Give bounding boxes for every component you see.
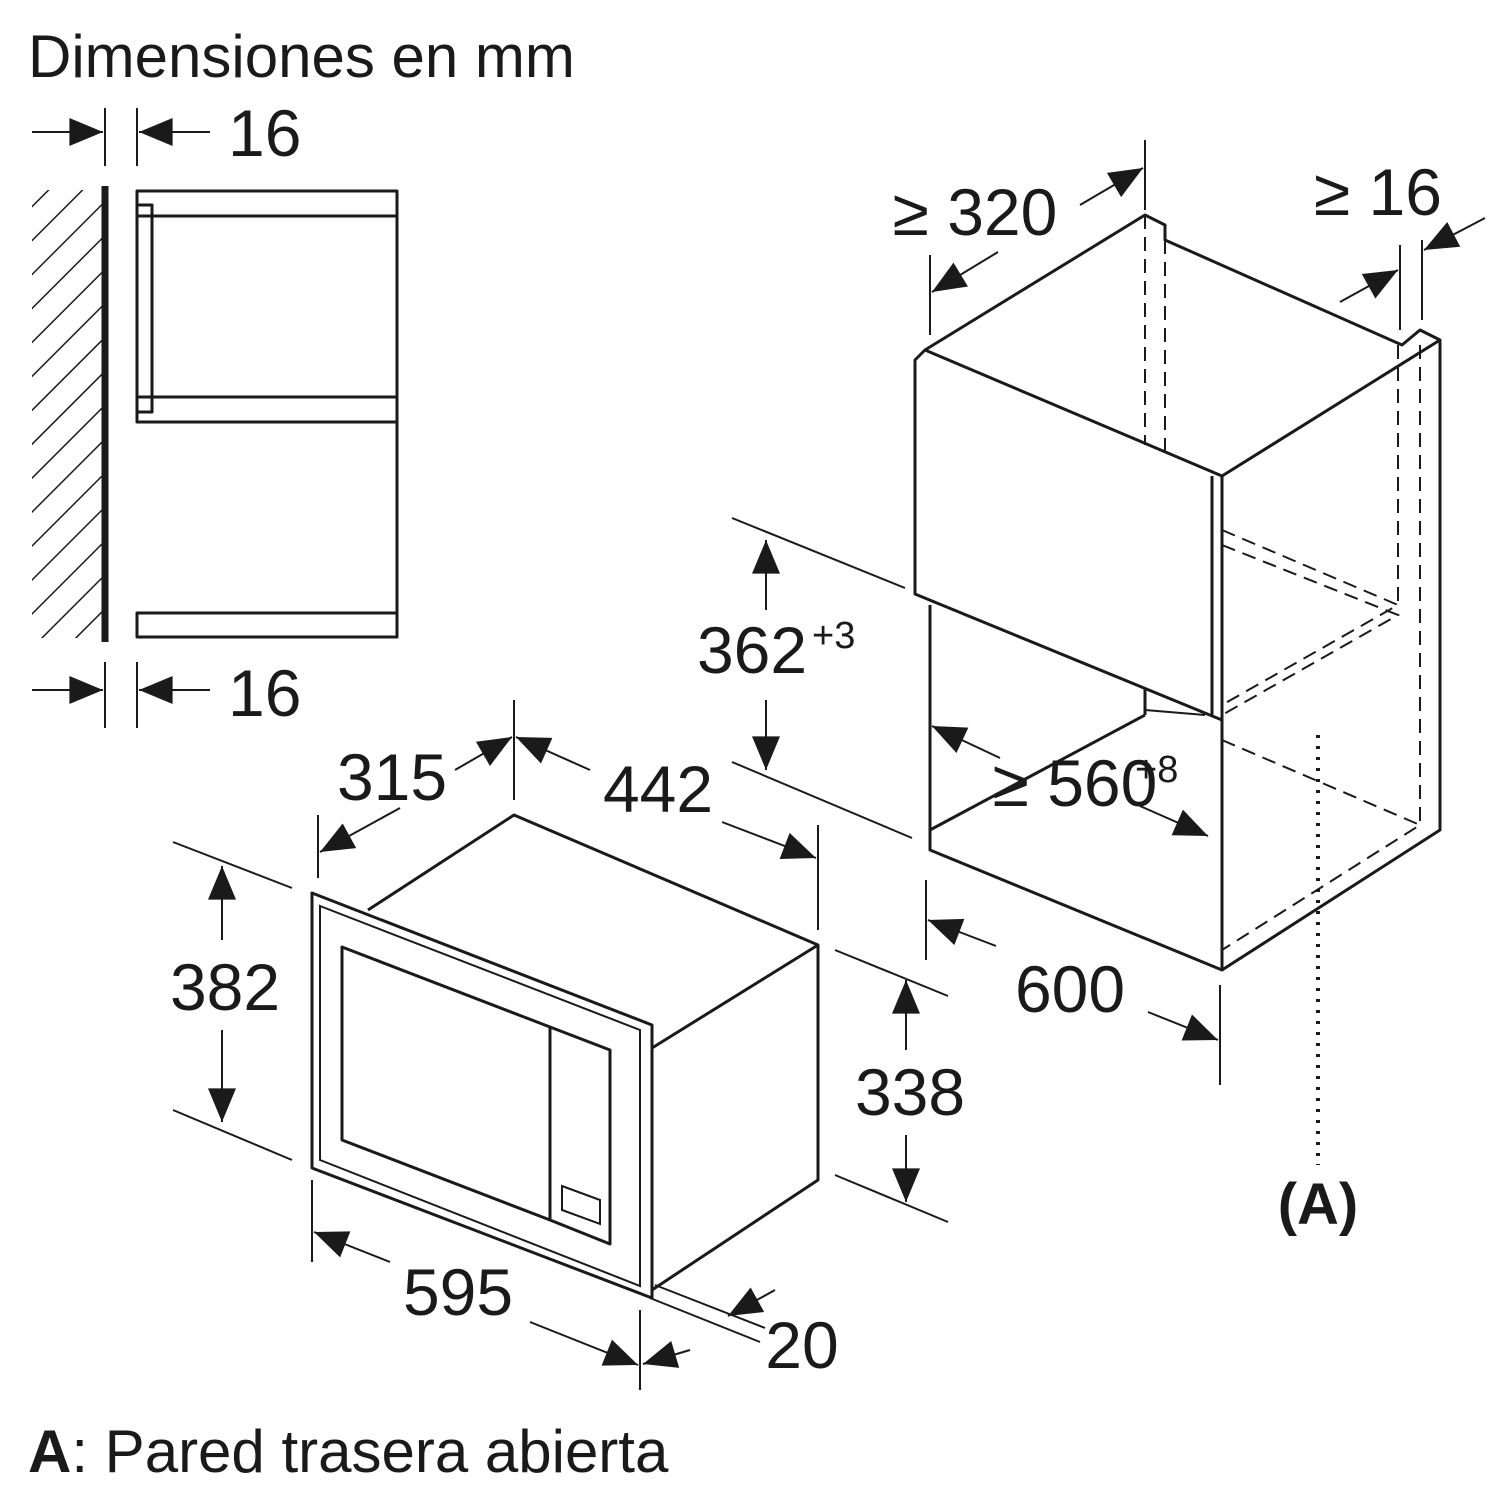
- cabinet-width-label: 600: [1015, 952, 1125, 1026]
- footnote-text: : Pared trasera abierta: [71, 1418, 669, 1485]
- niche-dimensions: ≥ 320 ≥ 16 362 +3 ≥ 560 +8 600: [697, 140, 1486, 1085]
- callout-a: (A): [1278, 1172, 1359, 1237]
- display: [561, 1184, 601, 1226]
- footnote: A: Pared trasera abierta: [28, 1418, 669, 1485]
- body-depth-label: 442: [603, 752, 713, 826]
- niche-height-tolerance: +3: [812, 615, 855, 657]
- front-height-label: 382: [170, 950, 280, 1024]
- microwave: [310, 813, 820, 1300]
- min-depth-label: ≥ 320: [893, 175, 1058, 249]
- diagram-title: Dimensiones en mm: [28, 23, 575, 90]
- footnote-key: A: [28, 1418, 71, 1485]
- body-height-label: 338: [855, 1055, 965, 1129]
- side-view: 16 16: [32, 96, 399, 730]
- control-panel: [548, 1025, 612, 1246]
- cabinet-door-edge: [135, 203, 154, 414]
- niche-height-label: 362: [697, 613, 807, 687]
- min-width-label: ≥ 560: [993, 746, 1158, 820]
- min-width-value: ≥ 560: [993, 746, 1158, 820]
- front-width-label: 595: [403, 1255, 513, 1329]
- upper-cabinet: [135, 189, 399, 424]
- base-shelf: [135, 611, 399, 639]
- min-side-gap-label: ≥ 16: [1314, 155, 1442, 229]
- min-width-tolerance: +8: [1135, 749, 1178, 791]
- depth-label: 315: [337, 740, 447, 814]
- cabinet-front-panel: [913, 348, 1224, 722]
- gap-top-label: 16: [228, 96, 301, 170]
- wall-hatch: [32, 190, 104, 638]
- front-thickness-label: 20: [765, 1308, 838, 1382]
- microwave-window: [340, 945, 552, 1222]
- niche-cabinet: [913, 213, 1442, 1165]
- gap-bottom-label: 16: [228, 656, 301, 730]
- microwave-dimensions: 315 442 382 338 595 20: [170, 700, 965, 1390]
